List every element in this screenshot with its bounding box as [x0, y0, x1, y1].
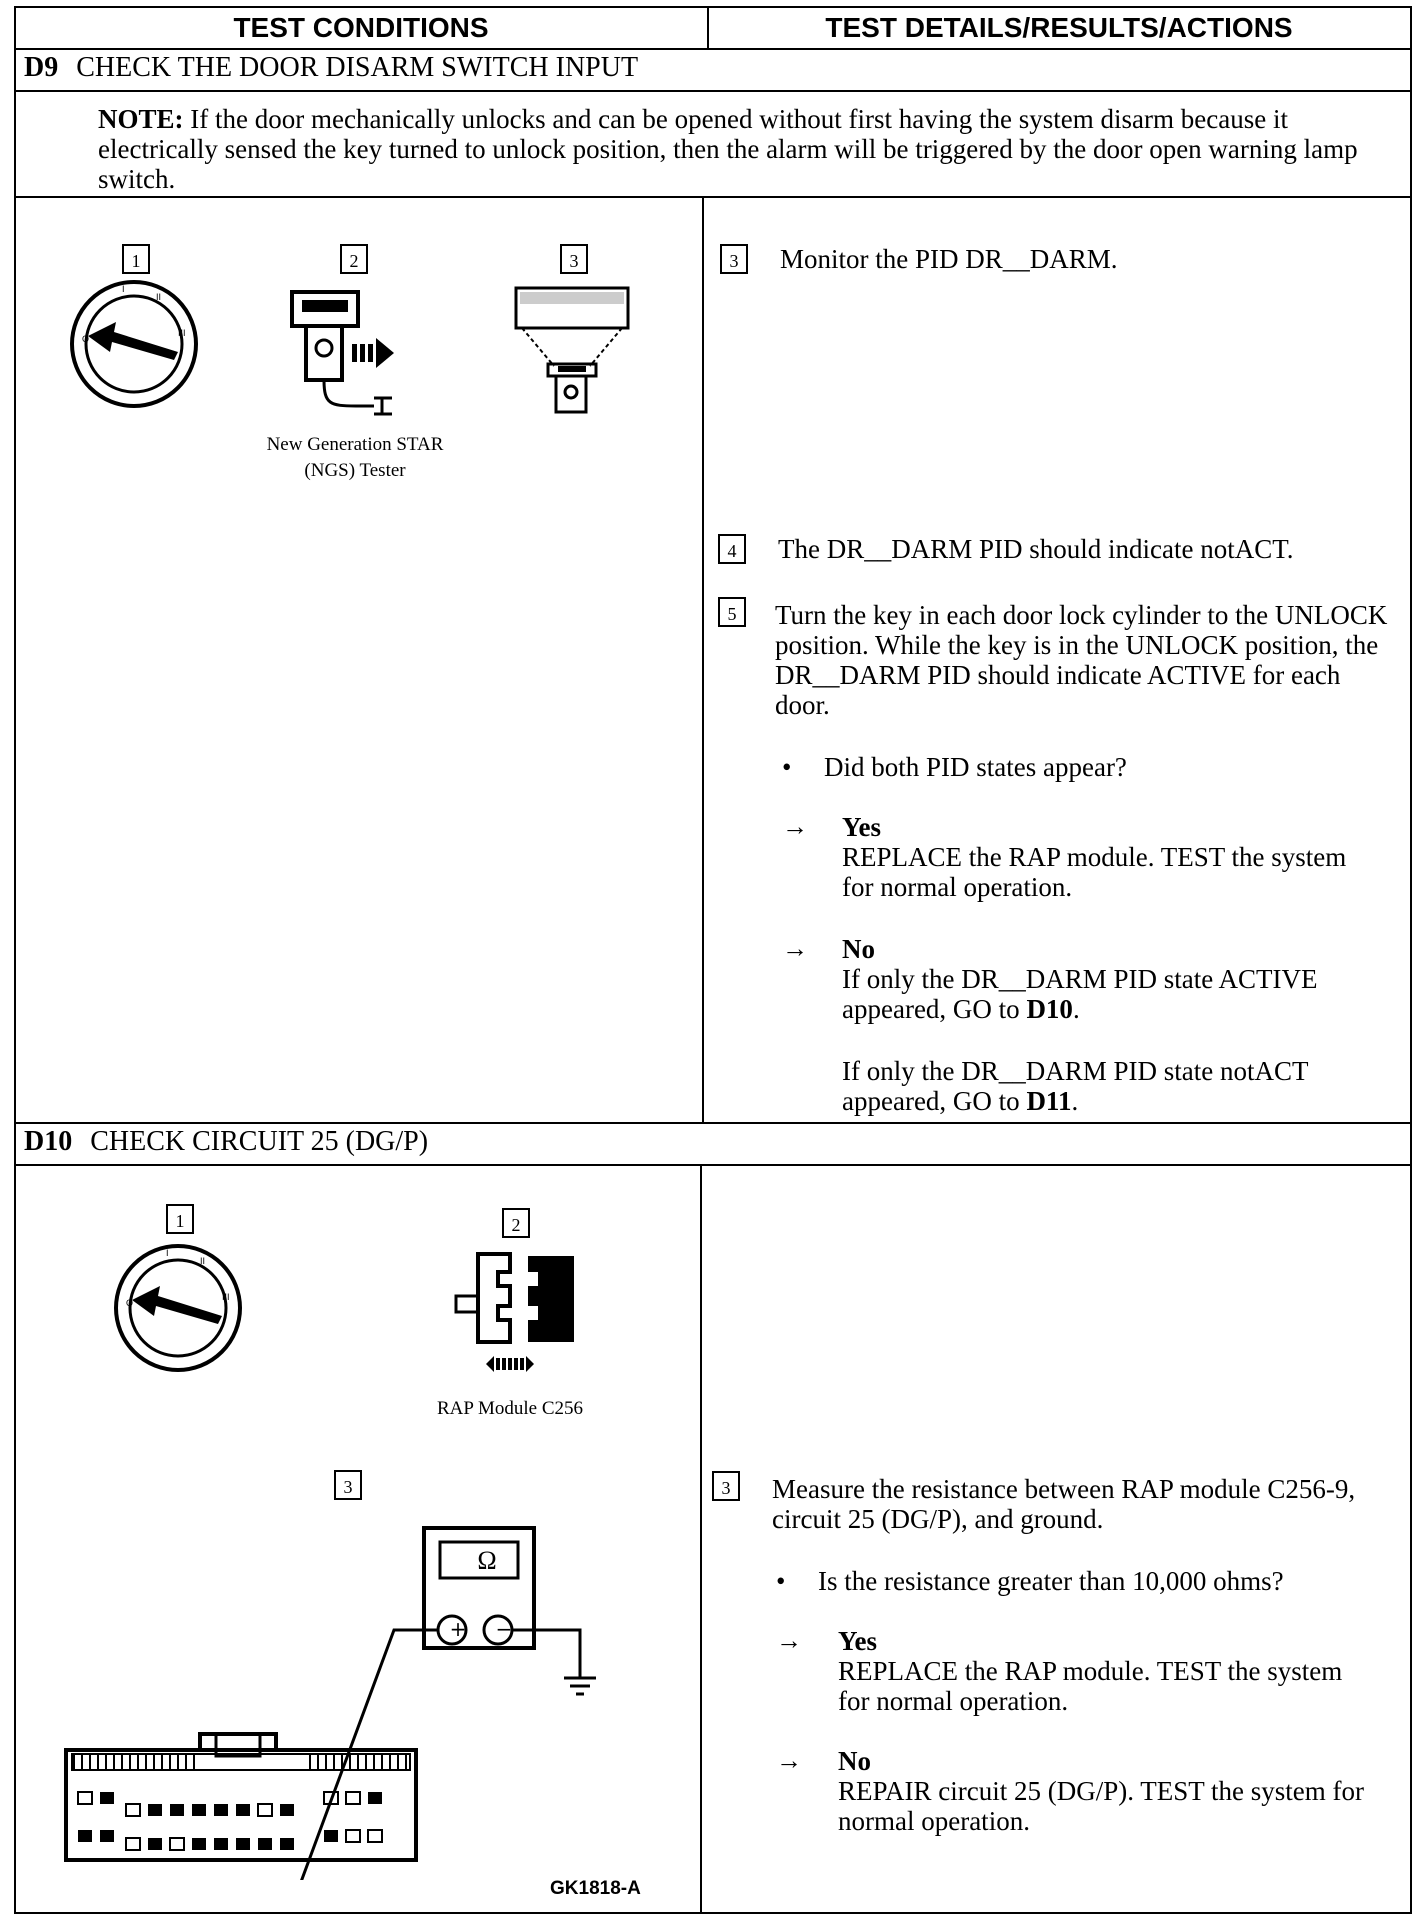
d9-step4-num: 4: [718, 534, 746, 564]
ohm-symbol: Ω: [477, 1546, 497, 1575]
d9-no-text-2: If only the DR__DARM PID state notACT ap…: [842, 1056, 1308, 1116]
note-label: NOTE:: [98, 104, 184, 134]
frame-top: [14, 6, 1412, 8]
d9-step4-text: The DR__DARM PID should indicate notACT.: [778, 534, 1294, 564]
svg-text:II: II: [156, 292, 161, 302]
d9-fig-step-1: 1: [122, 244, 150, 274]
svg-text:O: O: [126, 1298, 133, 1308]
meter-plus-terminal: +: [449, 1617, 467, 1641]
note-text: If the door mechanically unlocks and can…: [98, 104, 1358, 194]
d9-fig-step-3: 3: [560, 244, 588, 274]
d10-section-title: D10 CHECK CIRCUIT 25 (DG/P): [24, 1126, 428, 1158]
d9-no-ref-d10: D10: [1026, 994, 1073, 1024]
d9-step3-text: Monitor the PID DR__DARM.: [780, 244, 1118, 274]
d9-step5-num: 5: [718, 597, 746, 627]
svg-text:I: I: [166, 1248, 169, 1258]
d10-fig-step-1: 1: [166, 1204, 194, 1234]
d10-question-bullet: •: [776, 1566, 786, 1596]
frame-right: [1410, 6, 1412, 1914]
svg-text:III: III: [222, 1292, 230, 1302]
d9-no-arrow: →: [782, 934, 808, 963]
d10-yes-text: REPLACE the RAP module. TEST the system …: [838, 1656, 1343, 1716]
d10-fig-step-3: 3: [334, 1470, 362, 1500]
header-test-details: TEST DETAILS/RESULTS/ACTIONS: [825, 12, 1293, 43]
d9-title-divider: [14, 90, 1412, 92]
ohmmeter-diagram: [64, 1526, 596, 1880]
d9-step3-num: 3: [720, 244, 748, 274]
d10-col-divider: [700, 1164, 702, 1914]
disconnect-connector-icon: [454, 1252, 574, 1372]
d10-yes-arrow: →: [776, 1626, 802, 1655]
d9-no-text-1: If only the DR__DARM PID state ACTIVE ap…: [842, 964, 1318, 1024]
svg-text:O: O: [82, 334, 89, 344]
d10-no-text: REPAIR circuit 25 (DG/P). TEST the syste…: [838, 1776, 1364, 1836]
d10-yes-label: Yes: [838, 1626, 877, 1656]
header-test-conditions: TEST CONDITIONS: [233, 12, 489, 43]
d9-no-text-1-pre: If only the DR__DARM PID state ACTIVE ap…: [842, 964, 1318, 1024]
ngs-tester-caption: New Generation STAR (NGS) Tester: [230, 432, 480, 484]
svg-text:I: I: [122, 284, 125, 294]
d10-question: Is the resistance greater than 10,000 oh…: [818, 1566, 1284, 1596]
data-link-connector-icon: [514, 286, 630, 414]
header-divider: [14, 48, 1412, 50]
d9-title: CHECK THE DOOR DISARM SWITCH INPUT: [76, 52, 639, 83]
header-col-divider: [707, 6, 709, 50]
d9-no-text-2-pre: If only the DR__DARM PID state notACT ap…: [842, 1056, 1308, 1116]
d10-code: D10: [24, 1126, 73, 1157]
ignition-switch-icon: O I II III: [70, 280, 198, 408]
d9-no-label: No: [842, 934, 875, 964]
ngs-caption-line2: (NGS) Tester: [304, 460, 406, 481]
d9-step5-text: Turn the key in each door lock cylinder …: [775, 600, 1388, 720]
d9-fig-step-2: 2: [340, 244, 368, 274]
d10-fig-step-2: 2: [502, 1208, 530, 1238]
d9-question: Did both PID states appear?: [824, 752, 1127, 782]
ngs-tester-icon: [290, 290, 394, 416]
svg-text:II: II: [200, 1256, 205, 1266]
d10-title-bottom: [14, 1164, 1412, 1166]
d9-yes-label: Yes: [842, 812, 881, 842]
frame-left: [14, 6, 16, 1914]
d9-no-ref-d11: D11: [1026, 1086, 1072, 1116]
note-divider: [14, 196, 1412, 198]
d9-note: NOTE: If the door mechanically unlocks a…: [98, 104, 1408, 194]
d9-code: D9: [24, 52, 59, 83]
d10-step3-num: 3: [712, 1471, 740, 1501]
d10-title: CHECK CIRCUIT 25 (DG/P): [90, 1126, 429, 1157]
svg-text:III: III: [178, 328, 186, 338]
d10-no-arrow: →: [776, 1746, 802, 1775]
d10-title-top: [14, 1122, 1412, 1124]
d10-step3-text: Measure the resistance between RAP modul…: [772, 1474, 1356, 1534]
figure-id: GK1818-A: [550, 1878, 641, 1899]
d9-section-title: D9 CHECK THE DOOR DISARM SWITCH INPUT: [24, 52, 638, 84]
d9-yes-arrow: →: [782, 812, 808, 841]
connector-caption: RAP Module C256: [436, 1398, 584, 1419]
d10-no-label: No: [838, 1746, 871, 1776]
ngs-caption-line1: New Generation STAR: [266, 434, 444, 455]
d9-col-divider: [702, 196, 704, 1124]
d9-yes-text: REPLACE the RAP module. TEST the system …: [842, 842, 1347, 902]
frame-bottom: [14, 1912, 1412, 1914]
meter-minus-terminal: −: [495, 1617, 513, 1641]
d9-question-bullet: •: [782, 752, 792, 782]
ignition-switch-icon: O I II III: [114, 1244, 242, 1372]
